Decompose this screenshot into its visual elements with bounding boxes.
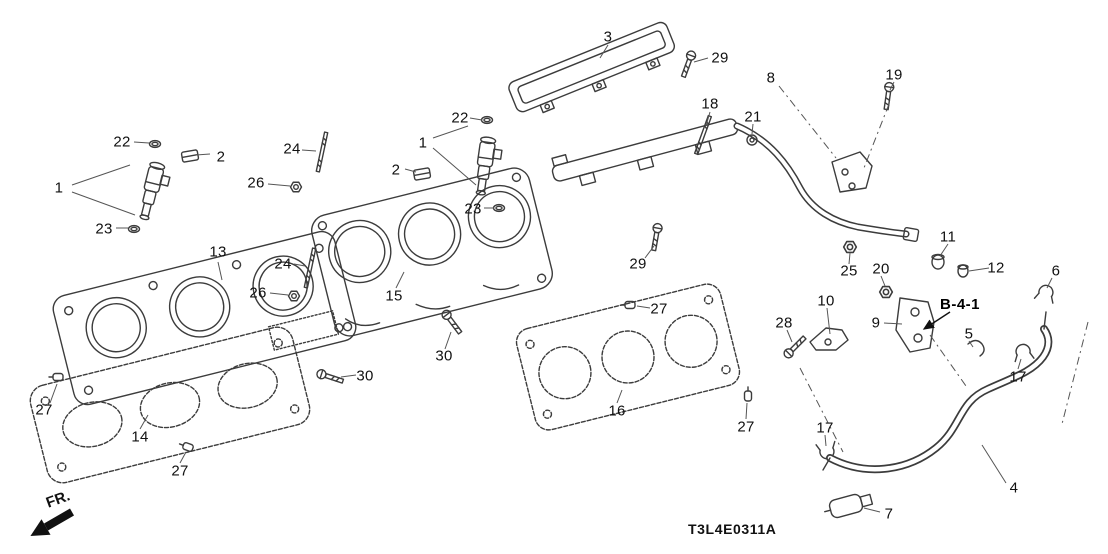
stud-art	[693, 114, 713, 156]
plug-art	[48, 372, 64, 382]
callout-9: 9	[871, 314, 881, 332]
stud-art	[315, 131, 329, 173]
callout-25: 25	[840, 262, 858, 280]
diagram-code: T3L4E0311A	[688, 521, 777, 537]
fuel-rail-art	[551, 118, 920, 243]
callout-11: 11	[939, 228, 957, 246]
plug-art	[177, 439, 195, 453]
callout-20: 20	[872, 260, 890, 278]
callout-30: 30	[435, 347, 453, 365]
callout-2: 2	[391, 161, 401, 179]
manifold-gasket-art	[29, 326, 311, 484]
callout-19: 19	[885, 66, 903, 84]
callout-26: 26	[249, 284, 267, 302]
callout-18: 18	[701, 95, 719, 113]
callout-27: 27	[650, 300, 668, 318]
callout-27: 27	[35, 401, 53, 419]
spacer-gasket-art	[515, 283, 741, 431]
hose-clamp-art	[1011, 342, 1035, 363]
clip-art	[967, 339, 985, 357]
callout-28: 28	[775, 314, 793, 332]
callout-3: 3	[603, 28, 613, 46]
callout-1: 1	[54, 179, 64, 197]
bolt-art	[648, 222, 664, 252]
callout-4: 4	[1009, 479, 1019, 497]
callout-16: 16	[608, 402, 626, 420]
callout-27: 27	[737, 418, 755, 436]
callout-21: 21	[744, 108, 762, 126]
injector-clip-art	[412, 166, 432, 182]
nut-art	[878, 285, 894, 299]
sensor-art	[824, 493, 874, 519]
callout-22: 22	[113, 133, 131, 151]
callout-29: 29	[711, 49, 729, 67]
reference-b-4-1[interactable]: B-4-1	[940, 296, 981, 313]
callout-6: 6	[1051, 262, 1061, 280]
callout-17: 17	[1009, 368, 1027, 386]
bolt-art	[315, 367, 345, 387]
callout-2: 2	[216, 148, 226, 166]
stay-art	[809, 327, 849, 351]
injector-clip-art	[180, 148, 200, 164]
callout-8: 8	[766, 69, 776, 87]
bolt-art	[781, 333, 809, 361]
grommet-art	[931, 253, 945, 270]
fuel-injector-art	[135, 160, 174, 224]
callout-15: 15	[385, 287, 403, 305]
fuel-rail-cover-art	[508, 21, 676, 114]
callout-14: 14	[131, 428, 149, 446]
callout-23: 23	[464, 200, 482, 218]
bracket-art	[895, 297, 935, 353]
seal-ring-art	[492, 203, 506, 213]
callout-23: 23	[95, 220, 113, 238]
callout-22: 22	[451, 109, 469, 127]
callout-24: 24	[283, 140, 301, 158]
callout-30: 30	[356, 367, 374, 385]
nut-art	[287, 290, 301, 302]
callout-29: 29	[629, 255, 647, 273]
callout-12: 12	[987, 259, 1005, 277]
nut-art	[289, 181, 303, 193]
grommet-art	[957, 264, 969, 278]
b-4-1-arrow	[922, 311, 951, 330]
callout-24: 24	[274, 255, 292, 273]
bolt-art	[678, 49, 698, 79]
manifold-spacer-art	[311, 167, 553, 337]
hose-clamp-art	[1033, 282, 1058, 304]
plug-art	[743, 386, 753, 402]
nut-art	[842, 240, 858, 254]
washer-art	[746, 134, 758, 146]
callout-10: 10	[817, 292, 835, 310]
callout-27: 27	[171, 462, 189, 480]
oring-art	[148, 139, 162, 149]
callout-5: 5	[964, 325, 974, 343]
reference-dash-lines	[778, 85, 1089, 453]
oring-art	[480, 115, 494, 125]
callout-1: 1	[418, 134, 428, 152]
callout-26: 26	[247, 174, 265, 192]
leader-lines	[49, 44, 1053, 513]
callout-17: 17	[816, 419, 834, 437]
callout-7: 7	[884, 505, 894, 523]
seal-ring-art	[127, 224, 141, 234]
callout-13: 13	[209, 243, 227, 261]
stud-art	[303, 247, 317, 289]
fuel-hose-art	[822, 311, 1053, 474]
fr-arrow-icon	[30, 508, 74, 536]
